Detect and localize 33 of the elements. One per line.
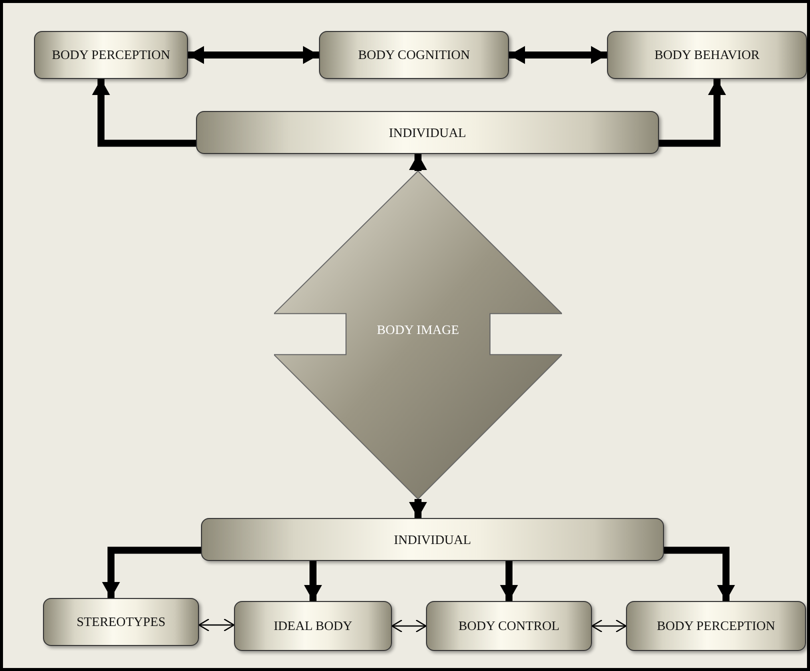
arrow — [500, 561, 518, 601]
arrow — [509, 46, 607, 64]
node-label: BODY PERCEPTION — [50, 47, 172, 63]
node-label: BODY IMAGE — [376, 322, 460, 338]
process-box — [426, 601, 592, 651]
arrow — [409, 154, 427, 171]
process-box — [626, 601, 806, 651]
arrow — [198, 618, 235, 632]
arrow — [409, 499, 427, 518]
node-label: BODY BEHAVIOR — [653, 47, 761, 63]
process-box — [319, 31, 509, 79]
arrow — [92, 79, 196, 147]
node-label: STEREOTYPES — [76, 614, 166, 630]
node-label: IDEAL BODY — [272, 618, 354, 634]
node-label: INDIVIDUAL — [388, 124, 468, 140]
node-label: BODY PERCEPTION — [656, 618, 776, 634]
process-box — [196, 111, 659, 154]
process-box — [201, 518, 664, 561]
double-arrow-shape — [274, 171, 562, 499]
arrow — [391, 619, 427, 633]
process-box — [234, 601, 392, 651]
arrow — [188, 46, 319, 64]
process-box — [607, 31, 807, 79]
arrow — [591, 619, 627, 633]
node-label: BODY COGNITION — [357, 47, 471, 63]
process-box — [43, 598, 199, 646]
process-box — [34, 31, 188, 79]
arrow — [664, 546, 735, 601]
arrow — [659, 79, 726, 147]
arrow — [102, 546, 201, 598]
node-label: BODY CONTROL — [458, 618, 560, 634]
arrow — [304, 561, 322, 601]
node-label: INDIVIDUAL — [392, 532, 472, 548]
